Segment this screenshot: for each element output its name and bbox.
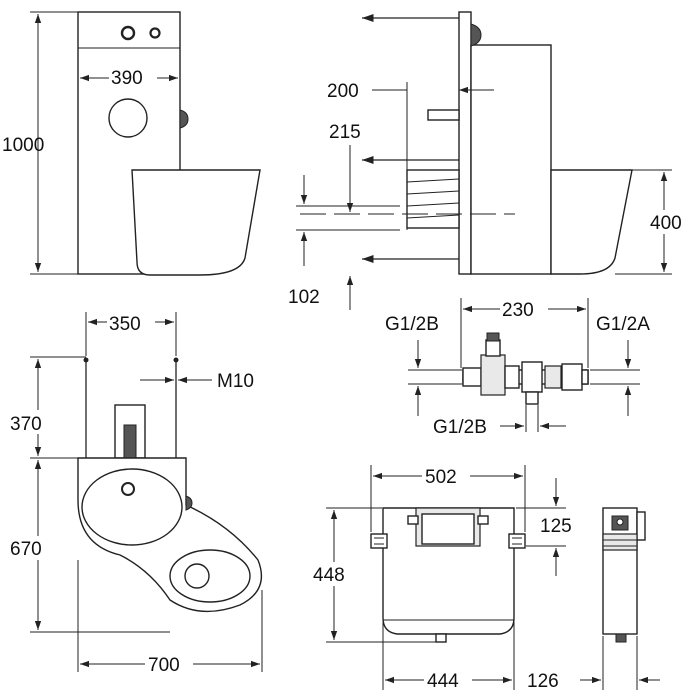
width-700-dimension: 700 xyxy=(148,655,180,676)
bowl-depth-dimension: 670 xyxy=(10,539,42,560)
toilet-bowl-top xyxy=(169,549,251,603)
rod-spacing-dimension: 350 xyxy=(109,314,141,335)
toilet-bowl-side xyxy=(550,169,633,275)
top-view: 350 M10 370 670 700 xyxy=(8,310,263,676)
valve-detail: 230 G1/2B G1/2A G1/2B xyxy=(385,297,650,438)
depth-200-dimension: 200 xyxy=(327,81,359,102)
inlet-height-dimension: 102 xyxy=(288,287,320,308)
push-button-icon xyxy=(149,27,161,39)
valve-length-dimension: 230 xyxy=(502,300,534,321)
cistern-top-width-dimension: 502 xyxy=(425,467,457,488)
rear-depth-dimension: 370 xyxy=(10,414,42,435)
depth-215-dimension: 215 xyxy=(329,122,361,143)
height-dimension: 1000 xyxy=(2,135,44,156)
round-access-panel xyxy=(108,98,148,138)
inlet-left-thread: G1/2B xyxy=(385,314,439,335)
washbasin-bowl xyxy=(81,468,183,546)
side-view: 200 215 102 400 xyxy=(288,11,696,310)
bowl-height-dimension: 400 xyxy=(650,213,682,234)
thread-size-label: M10 xyxy=(217,371,254,392)
cistern-bottom-width-dimension: 444 xyxy=(427,671,459,692)
cistern-depth-dimension: 126 xyxy=(527,671,559,692)
front-view: 1000 390 xyxy=(2,11,261,276)
inlet-right-thread: G1/2A xyxy=(596,314,650,335)
toilet-bowl-front xyxy=(131,169,261,276)
outlet-thread: G1/2B xyxy=(433,417,487,438)
mounting-grating xyxy=(406,169,460,229)
cistern-height-dimension: 448 xyxy=(313,565,345,586)
drain-icon xyxy=(121,482,135,496)
cistern-offset-dimension: 125 xyxy=(540,516,572,537)
cistern-side-view: 126 xyxy=(527,507,660,692)
push-button-icon xyxy=(120,25,136,41)
width-dimension: 390 xyxy=(111,68,143,89)
cistern-front-view: 502 125 448 444 xyxy=(310,464,572,692)
